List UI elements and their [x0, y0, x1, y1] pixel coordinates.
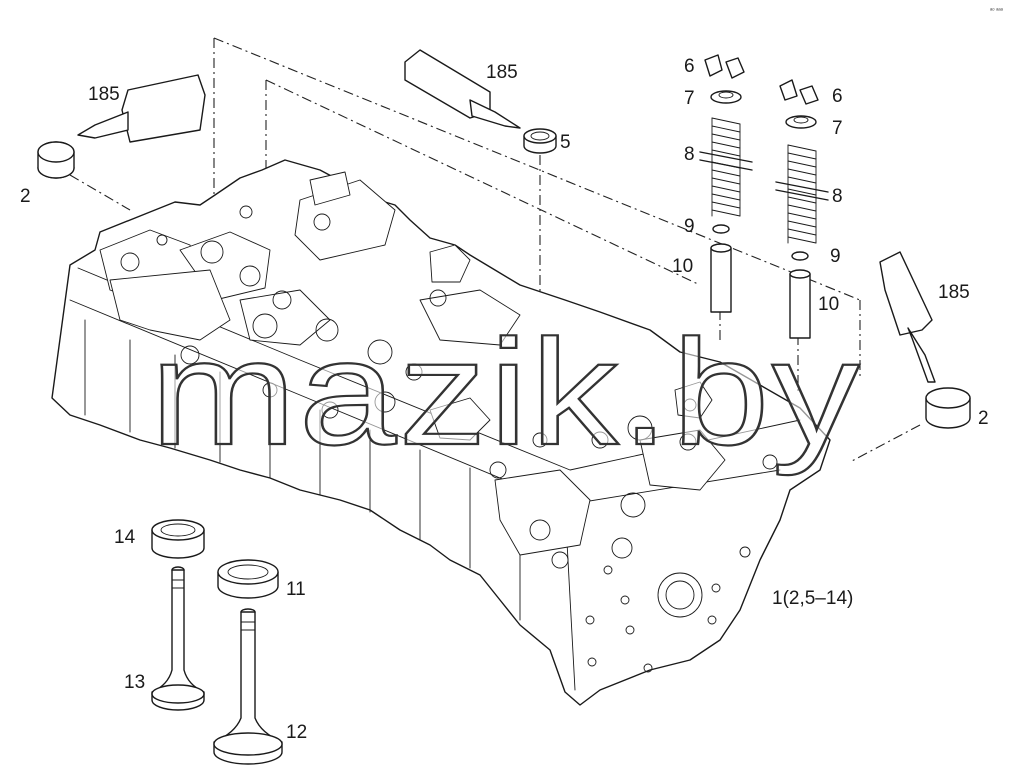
part-label-7-right: 7 — [832, 118, 843, 139]
part-label-13: 13 — [124, 672, 145, 693]
part-label-11: 11 — [286, 579, 306, 600]
part-label-2-right: 2 — [978, 408, 989, 429]
valve-train-stack-left — [699, 54, 753, 313]
sealant-tube-left — [77, 74, 206, 143]
cylinder-head-plug-right — [925, 387, 971, 429]
corner-mark: ᵃᵒ ᵃᵃᵃ — [990, 8, 1004, 14]
seal-ring — [523, 128, 557, 154]
valve-seat-insert-11 — [217, 559, 279, 599]
watermark: mazik.by — [150, 308, 862, 476]
part-label-2-left: 2 — [20, 186, 31, 207]
part-label-9-right: 9 — [830, 246, 841, 267]
part-label-7-left: 7 — [684, 88, 695, 109]
cylinder-head-block — [51, 159, 831, 706]
part-label-8-left: 8 — [684, 144, 695, 165]
assembly-label: 1(2,5–14) — [772, 588, 853, 609]
part-label-14: 14 — [114, 527, 136, 548]
valve-seat-insert-14 — [151, 519, 205, 559]
part-label-9-left: 9 — [684, 216, 695, 237]
sealant-tube-top — [404, 49, 521, 129]
part-label-6-right: 6 — [832, 86, 843, 107]
part-label-5: 5 — [560, 132, 571, 153]
part-label-185-left: 185 — [88, 84, 120, 105]
part-label-10-left: 10 — [672, 256, 693, 277]
part-label-8-right: 8 — [832, 186, 843, 207]
valve-train-stack-right — [775, 79, 829, 339]
cylinder-head-plug-left — [37, 141, 75, 179]
part-label-6-left: 6 — [684, 56, 695, 77]
part-label-10-right: 10 — [818, 294, 839, 315]
part-label-185-top: 185 — [486, 62, 518, 83]
part-label-185-right: 185 — [938, 282, 970, 303]
sealant-tube-right — [879, 251, 936, 383]
valve-12 — [213, 608, 283, 765]
valve-13 — [151, 566, 205, 711]
part-label-12: 12 — [286, 722, 307, 743]
